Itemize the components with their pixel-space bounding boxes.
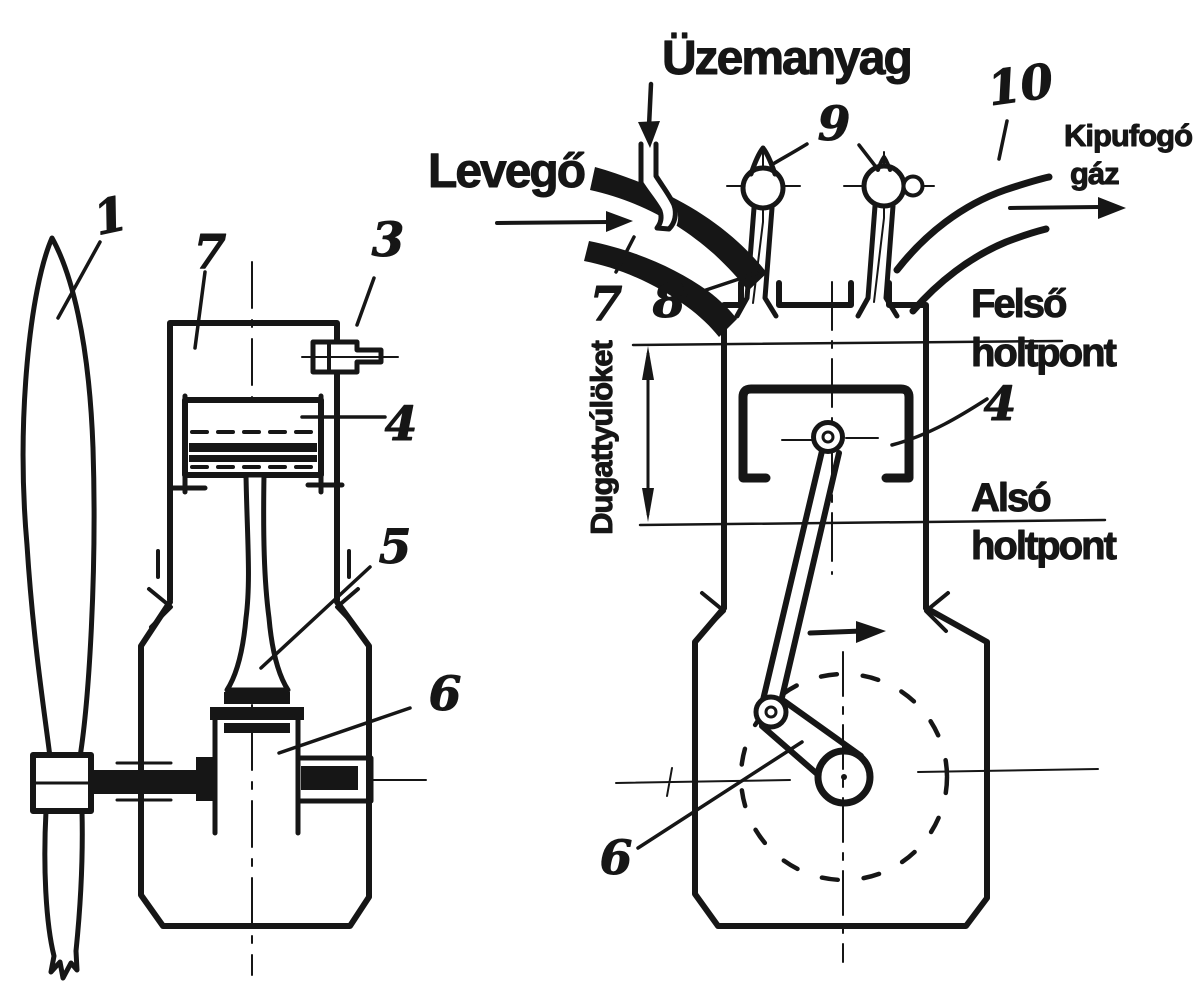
left-crank-assembly: [212, 714, 427, 836]
valve-gear: [726, 145, 935, 319]
right-piston: [738, 384, 914, 483]
crank-guides: [212, 714, 301, 836]
piston-bracket: [738, 384, 914, 483]
left-engine-figure: 1 7 3 4 5 6: [20, 186, 462, 981]
left-connecting-rod: [210, 472, 304, 733]
crank-journal-center-dot: [841, 774, 847, 780]
intake-valve-stem: [734, 205, 779, 319]
air-label: Levegő: [428, 145, 585, 198]
wrist-pin-centerline: [781, 437, 879, 441]
wrist-pin-inner: [821, 430, 835, 444]
crank-pin-outer: [753, 694, 789, 730]
dimension-arrow-up: [642, 346, 654, 380]
crank-pin-inner: [764, 705, 778, 719]
crankcase-break-marks: [700, 591, 950, 633]
fuel-arrow-line: [646, 81, 654, 129]
intake-duct-upper-wall: [590, 167, 767, 291]
intake-system: [495, 81, 767, 337]
callout-left-crank: 6: [429, 667, 462, 722]
spark-plug: [301, 339, 399, 375]
piston-ring-dashes: [190, 430, 318, 469]
cylinder-and-crankcase-outline: [138, 320, 372, 929]
wrist-pin-outer: [811, 420, 845, 454]
exhaust-gas-label-line1: Kipufogó: [1064, 118, 1192, 153]
dimension-arrow-down: [642, 488, 654, 522]
exhaust-duct-upper-wall: [893, 173, 1053, 274]
bdc-label-line1: Alsó: [971, 476, 1050, 520]
tdc-label-line2: holtpont: [971, 331, 1117, 375]
intake-valve-head: [740, 165, 786, 211]
callout-cylinder: 7: [194, 225, 227, 280]
callout-spark-plug: 3: [372, 213, 405, 268]
callout-exhaust-duct: 10: [984, 54, 1057, 118]
callout-valves: 9: [818, 97, 851, 152]
propeller: [20, 235, 216, 981]
crankpin-black: [301, 766, 358, 790]
piston-stroke-label: Dugattyúlöket: [584, 340, 619, 534]
fuel-arrow-head: [638, 121, 660, 148]
air-arrow-head: [606, 211, 633, 232]
callout-propeller: 1: [89, 186, 132, 247]
piston-body: [182, 397, 324, 478]
intake-duct-lower-wall: [584, 241, 737, 337]
piston-ring-bands: [189, 443, 317, 462]
tdc-label-line1: Felső: [971, 282, 1066, 326]
right-crank-mechanism: [615, 448, 1099, 963]
right-callout-leaders: [614, 119, 1009, 850]
right-engine-figure: Üzemanyag Levegő Kipufogó gáz Felső holt…: [428, 32, 1194, 963]
right-cylinder: [721, 280, 929, 611]
exhaust-valve-tip: [876, 155, 892, 172]
callout-connecting-rod: 5: [379, 520, 412, 575]
left-callout-leaders: [56, 240, 412, 755]
air-arrow-line: [495, 220, 612, 225]
exhaust-system: [893, 173, 1126, 315]
crankshaft-shaft: [91, 757, 216, 801]
crank-path-dashed-circle: [738, 671, 950, 883]
callout-intake-duct: 7: [590, 277, 623, 332]
bdc-label-line2: holtpont: [971, 524, 1117, 568]
top-dead-center-line: [631, 339, 1064, 347]
callout-intake-port: 8: [652, 274, 686, 329]
crosshead-bands: [210, 692, 304, 733]
callout-right-crank: 6: [600, 831, 633, 886]
left-piston: [182, 397, 324, 478]
wall-break-marks: [147, 549, 360, 629]
exhaust-valve-follower: [901, 174, 925, 198]
propeller-lower-blade: [42, 808, 85, 981]
callout-right-piston: 4: [984, 377, 1017, 432]
fuel-injector-casing: [639, 137, 679, 238]
exhaust-gas-label-line2: gáz: [1070, 156, 1119, 191]
connecting-rod-shape: [224, 472, 291, 693]
stroke-dimension: [631, 339, 1107, 527]
callout-left-piston: 4: [385, 397, 418, 452]
exhaust-arrow-line: [1008, 205, 1102, 210]
rotation-arrow-line: [807, 628, 865, 636]
fuel-injector-outline: [638, 141, 678, 232]
exhaust-arrow-head: [1098, 197, 1126, 219]
cylinder-walls-and-head: [721, 280, 929, 611]
fuel-label: Üzemanyag: [662, 32, 911, 85]
crank-horizontal-centerlines: [615, 767, 1099, 797]
rotation-arrow-head: [856, 621, 886, 643]
crankcase-outline: [692, 605, 990, 929]
right-crankcase: [692, 591, 990, 929]
exhaust-valve-head: [861, 163, 907, 209]
piston-callout-leader: [890, 397, 989, 447]
exhaust-duct-lower-wall: [909, 225, 1050, 315]
bottom-dead-center-line: [638, 518, 1107, 527]
connecting-rod-lines: [760, 448, 842, 709]
